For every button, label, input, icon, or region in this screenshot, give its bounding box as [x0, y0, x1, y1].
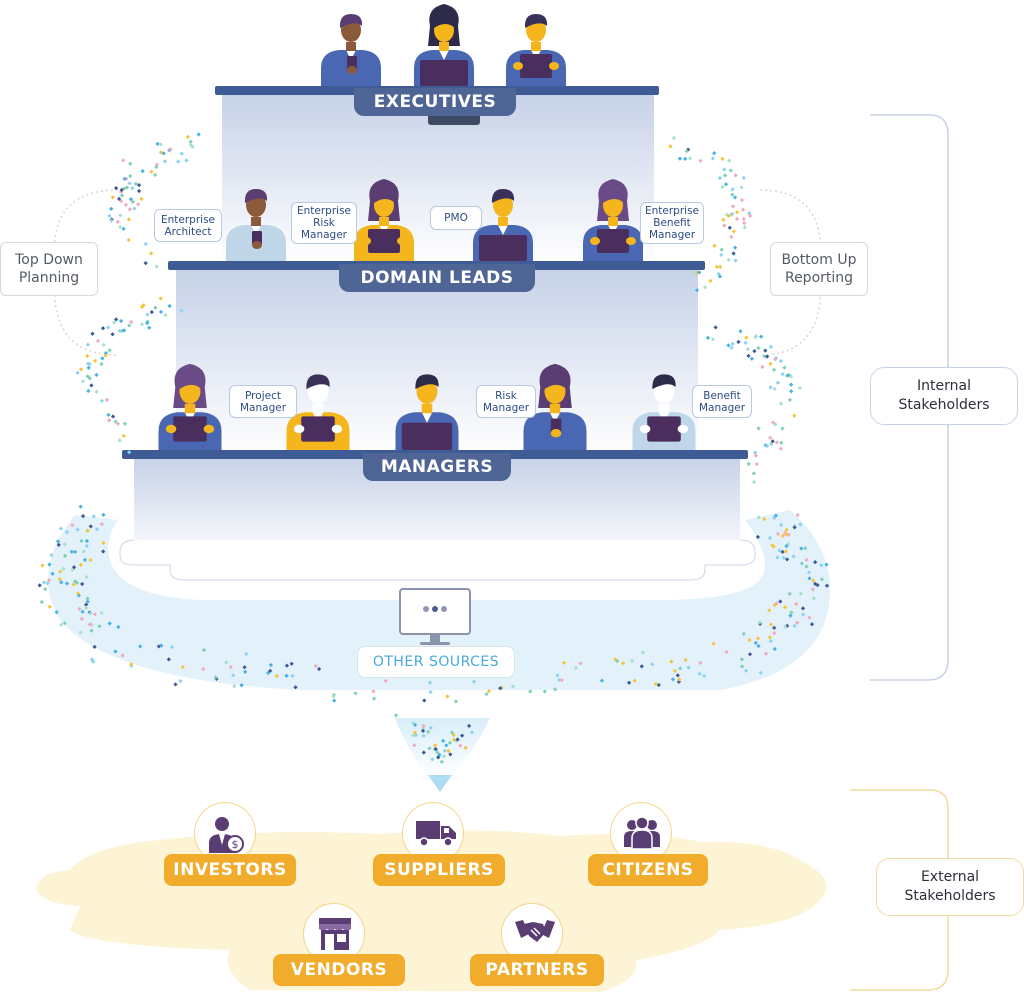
internal-stakeholders-label: Internal Stakeholders — [870, 367, 1018, 425]
role-benefit-manager: Benefit Manager — [692, 385, 752, 418]
partners-label: PARTNERS — [470, 954, 604, 986]
domain-leads-label: DOMAIN LEADS — [339, 264, 535, 292]
person-figure — [158, 363, 222, 450]
role-enterprise-risk-manager: Enterprise Risk Manager — [291, 202, 357, 244]
monitor-icon — [399, 588, 471, 645]
role-enterprise-benefit-manager: Enterprise Benefit Manager — [640, 202, 704, 244]
person-figure — [321, 14, 381, 86]
bottom-up-connector — [759, 189, 821, 356]
suppliers-label: SUPPLIERS — [373, 854, 505, 886]
role-pmo: PMO — [430, 206, 482, 230]
executives-label: EXECUTIVES — [354, 88, 516, 116]
role-enterprise-architect: Enterprise Architect — [154, 209, 222, 242]
top-down-planning-label: Top Down Planning — [0, 242, 98, 296]
person-figure — [226, 189, 286, 261]
investors-label: INVESTORS — [164, 854, 296, 886]
bottom-up-reporting-label: Bottom Up Reporting — [770, 242, 868, 296]
vendors-label: VENDORS — [273, 954, 405, 986]
other-sources-label: OTHER SOURCES — [357, 646, 515, 678]
funnel — [395, 718, 490, 780]
person-figure — [473, 189, 533, 261]
top-down-connector — [54, 189, 119, 356]
person-figure — [286, 374, 350, 450]
managers-label: MANAGERS — [363, 453, 511, 481]
person-figure — [414, 4, 474, 86]
citizens-label: CITIZENS — [588, 854, 708, 886]
managers-base — [119, 539, 756, 581]
person-figure — [632, 374, 696, 450]
person-figure — [395, 374, 459, 450]
funnel-arrow — [428, 775, 452, 792]
person-figure — [354, 179, 414, 261]
person-figure — [506, 14, 566, 86]
truck-icon — [402, 802, 464, 864]
role-risk-manager: Risk Manager — [476, 385, 536, 418]
people — [158, 4, 696, 450]
external-stakeholders-label: External Stakeholders — [876, 858, 1024, 916]
person-figure — [523, 363, 587, 450]
group-icon — [610, 802, 672, 864]
person-figure — [583, 179, 643, 261]
svg-text:$: $ — [232, 838, 239, 851]
role-project-manager: Project Manager — [229, 385, 297, 418]
